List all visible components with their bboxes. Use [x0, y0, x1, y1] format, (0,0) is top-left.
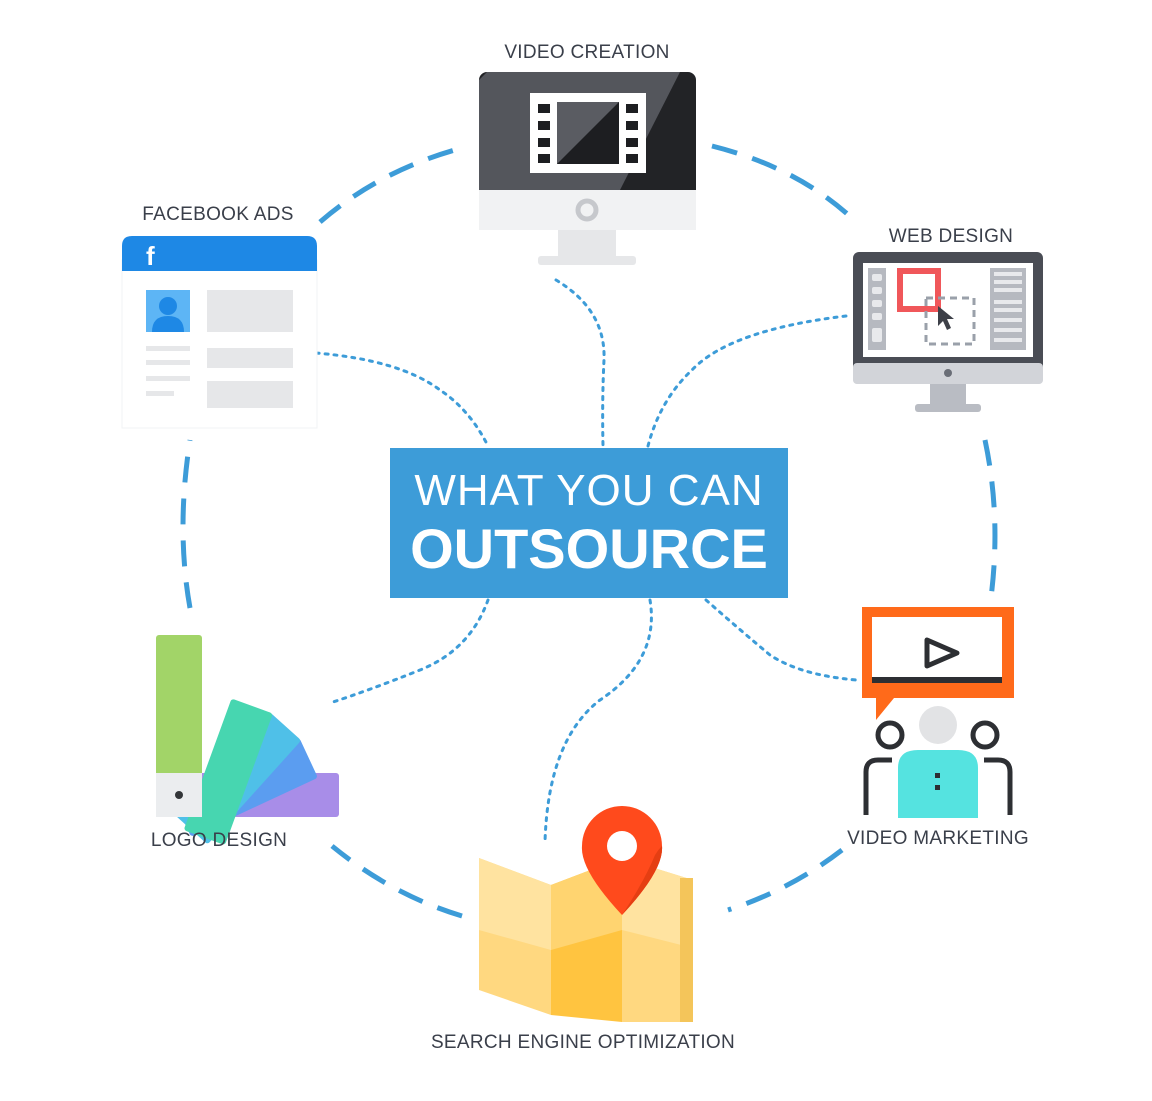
color-swatch-icon: [156, 635, 339, 845]
connector-logo-design: [328, 598, 490, 705]
connector-web-design: [646, 314, 848, 448]
center-title-box: WHAT YOU CAN OUTSOURCE: [390, 448, 788, 598]
label-video-creation: VIDEO CREATION: [504, 42, 670, 63]
ring-segment-top-right: [711, 143, 858, 224]
connector-video-creation: [554, 278, 606, 448]
label-web-design: WEB DESIGN: [888, 226, 1014, 247]
connector-seo: [543, 598, 653, 844]
label-video-marketing: VIDEO MARKETING: [847, 828, 1029, 849]
connector-facebook-ads: [314, 351, 490, 448]
monitor-film-icon: [479, 72, 696, 265]
facebook-profile-icon: f: [121, 236, 318, 429]
ring-segment-bottom-left: [330, 844, 463, 919]
label-facebook-ads: FACEBOOK ADS: [142, 204, 294, 225]
connector-video-marketing: [704, 598, 858, 682]
label-seo: SEARCH ENGINE OPTIMIZATION: [430, 1032, 736, 1053]
map-pin-icon: [479, 806, 693, 1022]
ring-segment-bottom-right: [727, 848, 844, 913]
video-audience-icon: [862, 607, 1014, 818]
monitor-web-design-icon: [853, 252, 1043, 412]
ring-segment-right: [982, 439, 998, 606]
dotted-connectors: [314, 278, 858, 844]
center-title-line1: WHAT YOU CAN: [414, 466, 764, 515]
ring-segment-left: [180, 439, 193, 609]
ring-segment-top-left: [318, 145, 463, 224]
center-title-line2: OUTSOURCE: [410, 517, 768, 580]
label-logo-design: LOGO DESIGN: [150, 830, 288, 851]
svg-text:f: f: [146, 241, 155, 271]
outer-dashed-ring: [180, 143, 998, 919]
